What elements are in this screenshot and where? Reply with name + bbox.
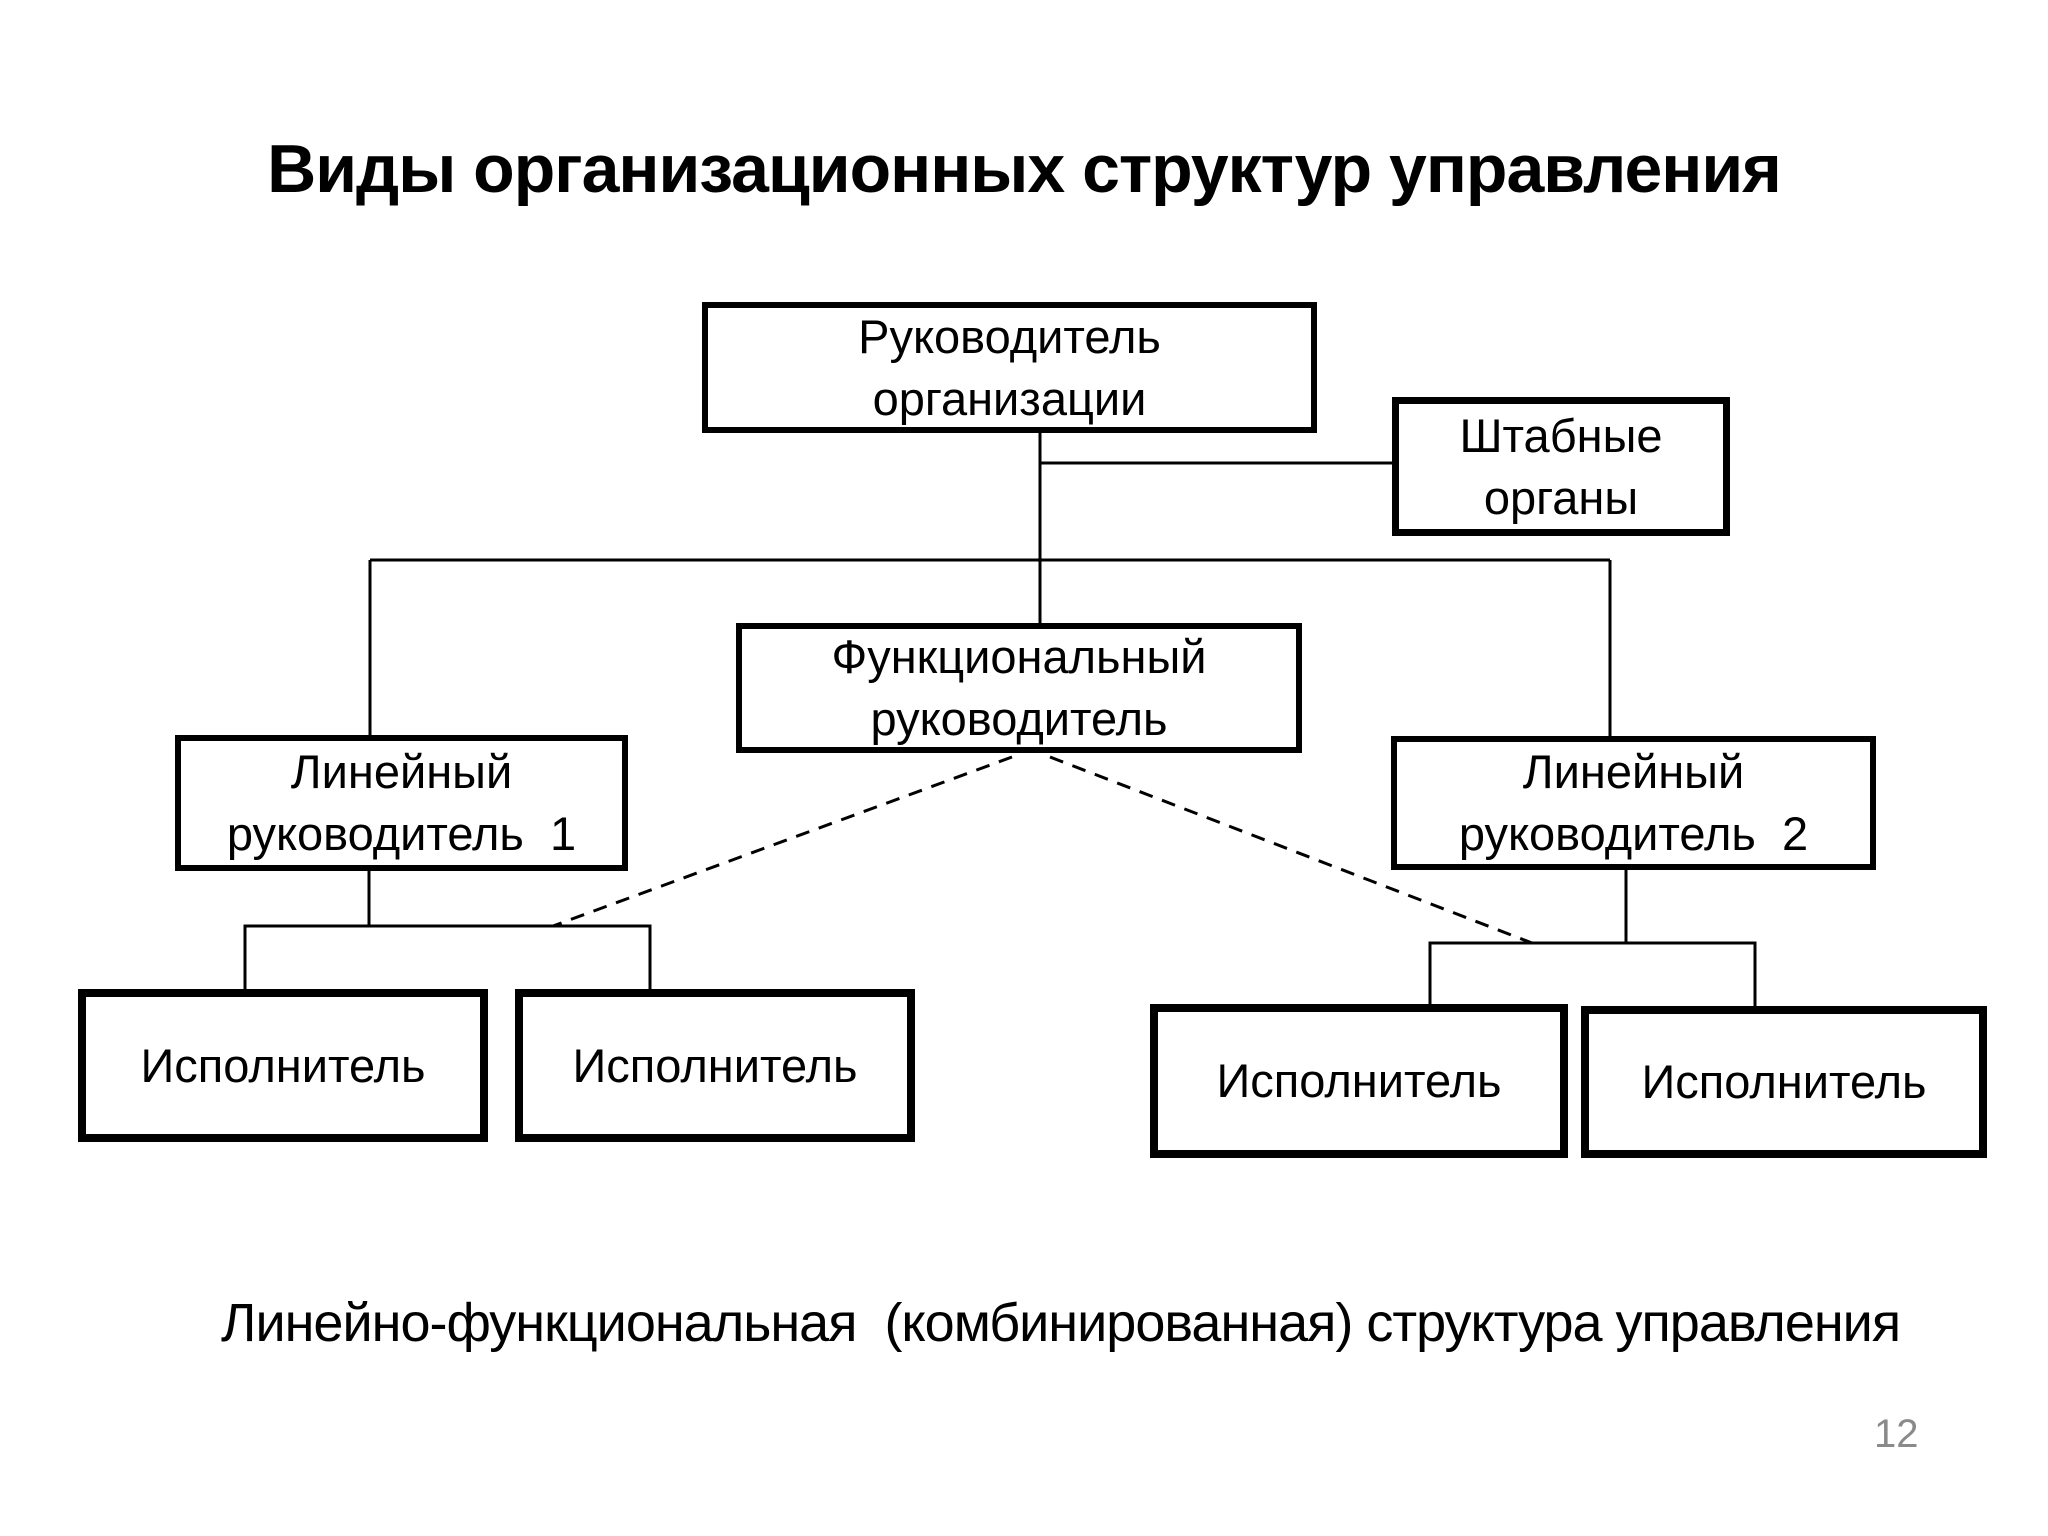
node-executor-right-2: Исполнитель	[1581, 1006, 1987, 1158]
node-label-line: организации	[872, 371, 1147, 425]
node-line-manager-1: Линейный руководитель 1	[175, 735, 628, 871]
node-label-line: Линейный	[1522, 745, 1745, 798]
node-label-line: руководитель 2	[1458, 807, 1809, 860]
node-label-line: Руководитель	[858, 309, 1161, 363]
connector-left-subtree	[243, 924, 652, 989]
node-label-line: Функциональный	[831, 630, 1207, 683]
node-label-line: Исполнитель	[140, 1038, 426, 1092]
node-executor-left-1: Исполнитель	[78, 989, 488, 1142]
slide-caption: Линейно-функциональная (комбинированная)…	[221, 1293, 1901, 1353]
node-label-line: Исполнитель	[572, 1038, 858, 1092]
node-executor-right-1: Исполнитель	[1150, 1004, 1568, 1158]
node-label-line: руководитель 1	[226, 807, 577, 860]
node-label-line: Исполнитель	[1641, 1055, 1927, 1108]
connector-right-subtree	[1428, 941, 1757, 1006]
node-label-line: руководитель	[870, 692, 1168, 745]
node-label-line: органы	[1483, 470, 1639, 524]
node-functional-manager: Функциональный руководитель	[736, 623, 1302, 753]
node-line-manager-2: Линейный руководитель 2	[1391, 736, 1876, 870]
node-label-line: Линейный	[290, 745, 513, 798]
node-organization-leader: Руководитель организации	[702, 302, 1317, 433]
page-number: 12	[1874, 1412, 1919, 1456]
slide-title: Виды организационных структур управления	[267, 131, 1782, 207]
node-executor-left-2: Исполнитель	[515, 989, 915, 1142]
node-staff-bodies: Штабные органы	[1392, 397, 1730, 536]
node-label-line: Штабные	[1459, 408, 1663, 462]
node-label-line: Исполнитель	[1216, 1054, 1502, 1107]
